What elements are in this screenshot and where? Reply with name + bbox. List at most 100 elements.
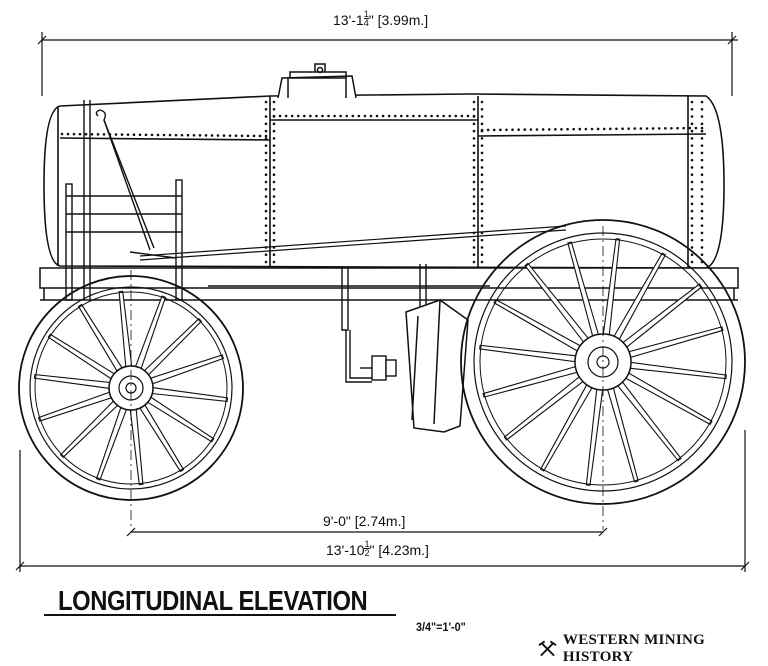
- rivet: [472, 107, 476, 111]
- rivet: [272, 115, 276, 118]
- rivet: [480, 144, 484, 147]
- rivet: [272, 238, 276, 242]
- rivet: [690, 100, 694, 104]
- rivet: [690, 122, 694, 126]
- wheel-spoke: [493, 298, 583, 353]
- rivet: [264, 129, 268, 133]
- crossed-pick-hammer-icon: [538, 640, 557, 657]
- rivet: [664, 127, 667, 130]
- rivet: [192, 133, 196, 137]
- rivet: [480, 187, 484, 191]
- rivet: [339, 114, 342, 118]
- wheel-spoke: [138, 402, 185, 473]
- rivet: [472, 173, 476, 177]
- rivet: [472, 260, 476, 264]
- rivet: [700, 173, 704, 177]
- rivet: [690, 224, 694, 227]
- rivet: [690, 202, 694, 206]
- rivet: [690, 180, 694, 184]
- tank-rivet-rows: [60, 100, 704, 264]
- rivet: [84, 132, 88, 136]
- rivet: [700, 180, 704, 184]
- wheelbase-dimension-line: [126, 527, 608, 537]
- rivet: [700, 158, 704, 162]
- front-wheel: [18, 275, 244, 501]
- rivet: [278, 114, 282, 118]
- rivet: [690, 217, 694, 220]
- wheel-spoke: [479, 344, 579, 363]
- rivet: [272, 231, 276, 235]
- rivet: [264, 202, 268, 206]
- rivet: [345, 114, 349, 118]
- rivet: [651, 127, 655, 130]
- rivet: [126, 133, 130, 136]
- rivet: [180, 133, 184, 137]
- rivet: [375, 114, 379, 118]
- rivet: [315, 114, 318, 118]
- rivet: [272, 107, 276, 111]
- rivet: [272, 158, 276, 162]
- wheel-spoke: [33, 373, 113, 390]
- rivet: [700, 107, 704, 111]
- rivet: [272, 129, 276, 133]
- rivet: [264, 180, 268, 184]
- rivet: [700, 115, 704, 118]
- wheel-spoke: [623, 371, 713, 426]
- wheel-centerlines: [130, 226, 604, 530]
- rivet: [264, 260, 268, 264]
- discharge-valve: [360, 355, 397, 381]
- wheel-spoke: [118, 290, 133, 370]
- rivet: [381, 114, 385, 118]
- rivet: [480, 158, 484, 162]
- rivet: [700, 166, 704, 169]
- rivet: [66, 132, 70, 136]
- rivet: [333, 114, 336, 118]
- rivet: [102, 133, 106, 136]
- rivet: [150, 133, 154, 137]
- rivet: [393, 114, 397, 118]
- rivet: [690, 260, 694, 264]
- rivet: [700, 209, 704, 213]
- rivet: [690, 151, 694, 155]
- rivet: [96, 133, 100, 136]
- rivet: [480, 151, 484, 155]
- rivet: [466, 114, 470, 118]
- rivet: [621, 127, 624, 131]
- rivet: [272, 144, 276, 147]
- rivet: [615, 127, 618, 131]
- rivet: [174, 133, 178, 137]
- rivet: [222, 134, 226, 137]
- rivet: [264, 151, 268, 155]
- overall-span-dimension-line: [15, 430, 750, 572]
- rivet: [363, 114, 367, 118]
- rivet: [264, 209, 268, 213]
- rivet: [472, 209, 476, 213]
- rivet: [486, 128, 490, 132]
- rivet: [168, 133, 172, 137]
- rivet: [480, 166, 484, 169]
- rivet: [690, 209, 694, 213]
- rivet: [72, 132, 76, 136]
- rivet: [700, 195, 704, 198]
- brand-name: WESTERN MINING HISTORY: [562, 632, 706, 665]
- rivet: [210, 134, 214, 137]
- brand-mark: WESTERN MINING HISTORY: [538, 632, 768, 666]
- rivet: [264, 253, 268, 257]
- rivet: [472, 217, 476, 220]
- rivet: [264, 224, 268, 227]
- rivet: [387, 114, 391, 118]
- rivet: [406, 114, 409, 118]
- rivet: [412, 114, 415, 118]
- rivet: [120, 133, 124, 136]
- fraction-numerator: 1: [363, 9, 369, 19]
- rivet: [204, 134, 208, 137]
- rivet: [541, 128, 545, 131]
- rivet: [272, 100, 276, 104]
- rivet: [138, 133, 142, 137]
- rivet: [472, 129, 476, 133]
- rivet: [690, 253, 694, 257]
- rivet: [480, 246, 484, 249]
